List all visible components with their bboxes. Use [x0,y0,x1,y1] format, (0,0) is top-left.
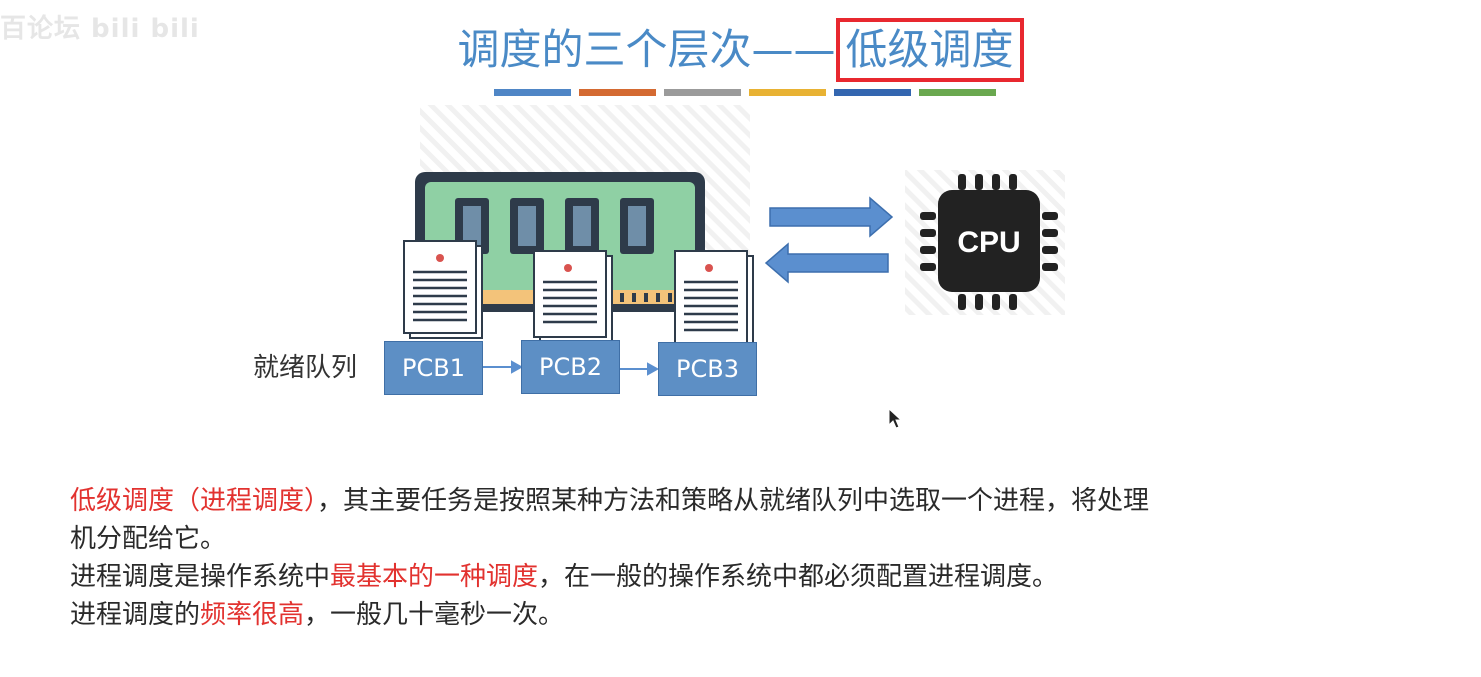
term-high-frequency: 频率很高 [200,600,305,630]
line1-rest: ，其主要任务是按照某种方法和策略从就绪队列中选取一个进程，将处理 [317,486,1150,516]
color-bar-1 [494,89,571,96]
cpu-label: CPU [957,226,1020,259]
line4-a: 进程调度的 [70,600,201,630]
watermark: 百论坛 bili bili [0,14,200,44]
description-line-4: 进程调度的频率很高，一般几十毫秒一次。 [70,596,1410,634]
mouse-cursor-icon [888,408,902,429]
color-bar-4 [749,89,826,96]
arrow-from-cpu [764,242,889,284]
term-low-level-scheduling: 低级调度（进程调度） [70,486,318,516]
pcb-box-2: PCB2 [521,340,620,394]
color-bar-5 [834,89,911,96]
slide-title: 调度的三个层次——低级调度 [0,18,1481,82]
description-line-1: 低级调度（进程调度），其主要任务是按照某种方法和策略从就绪队列中选取一个进程，将… [70,482,1410,520]
process-document-1 [403,240,483,339]
line3-a: 进程调度是操作系统中 [70,562,331,592]
title-highlight: 低级调度 [835,18,1024,82]
color-bar-divider [494,89,996,96]
term-most-basic: 最基本的一种调度 [330,562,539,592]
line4-b: ，一般几十毫秒一次。 [304,600,565,630]
pcb-box-1: PCB1 [384,341,483,395]
scheduling-diagram: CPU 就绪队列 PCB1 PCB2 PCB3 [253,105,1065,396]
description-line-3: 进程调度是操作系统中最基本的一种调度，在一般的操作系统中都必须配置进程调度。 [70,558,1410,596]
color-bar-6 [919,89,996,96]
color-bar-3 [664,89,741,96]
line3-b: ，在一般的操作系统中都必须配置进程调度。 [538,562,1059,592]
ready-queue-label: 就绪队列 [253,353,358,383]
arrow-to-cpu [769,196,894,238]
description-text: 低级调度（进程调度），其主要任务是按照某种方法和策略从就绪队列中选取一个进程，将… [70,482,1410,634]
process-document-2 [533,250,613,343]
pcb-box-3: PCB3 [658,342,757,396]
title-prefix: 调度的三个层次—— [457,25,836,74]
cpu-icon: CPU [920,174,1058,310]
diagram-graphics: CPU [403,105,1065,376]
description-line-2: 机分配给它。 [70,524,227,554]
color-bar-2 [579,89,656,96]
process-document-3 [674,250,754,349]
